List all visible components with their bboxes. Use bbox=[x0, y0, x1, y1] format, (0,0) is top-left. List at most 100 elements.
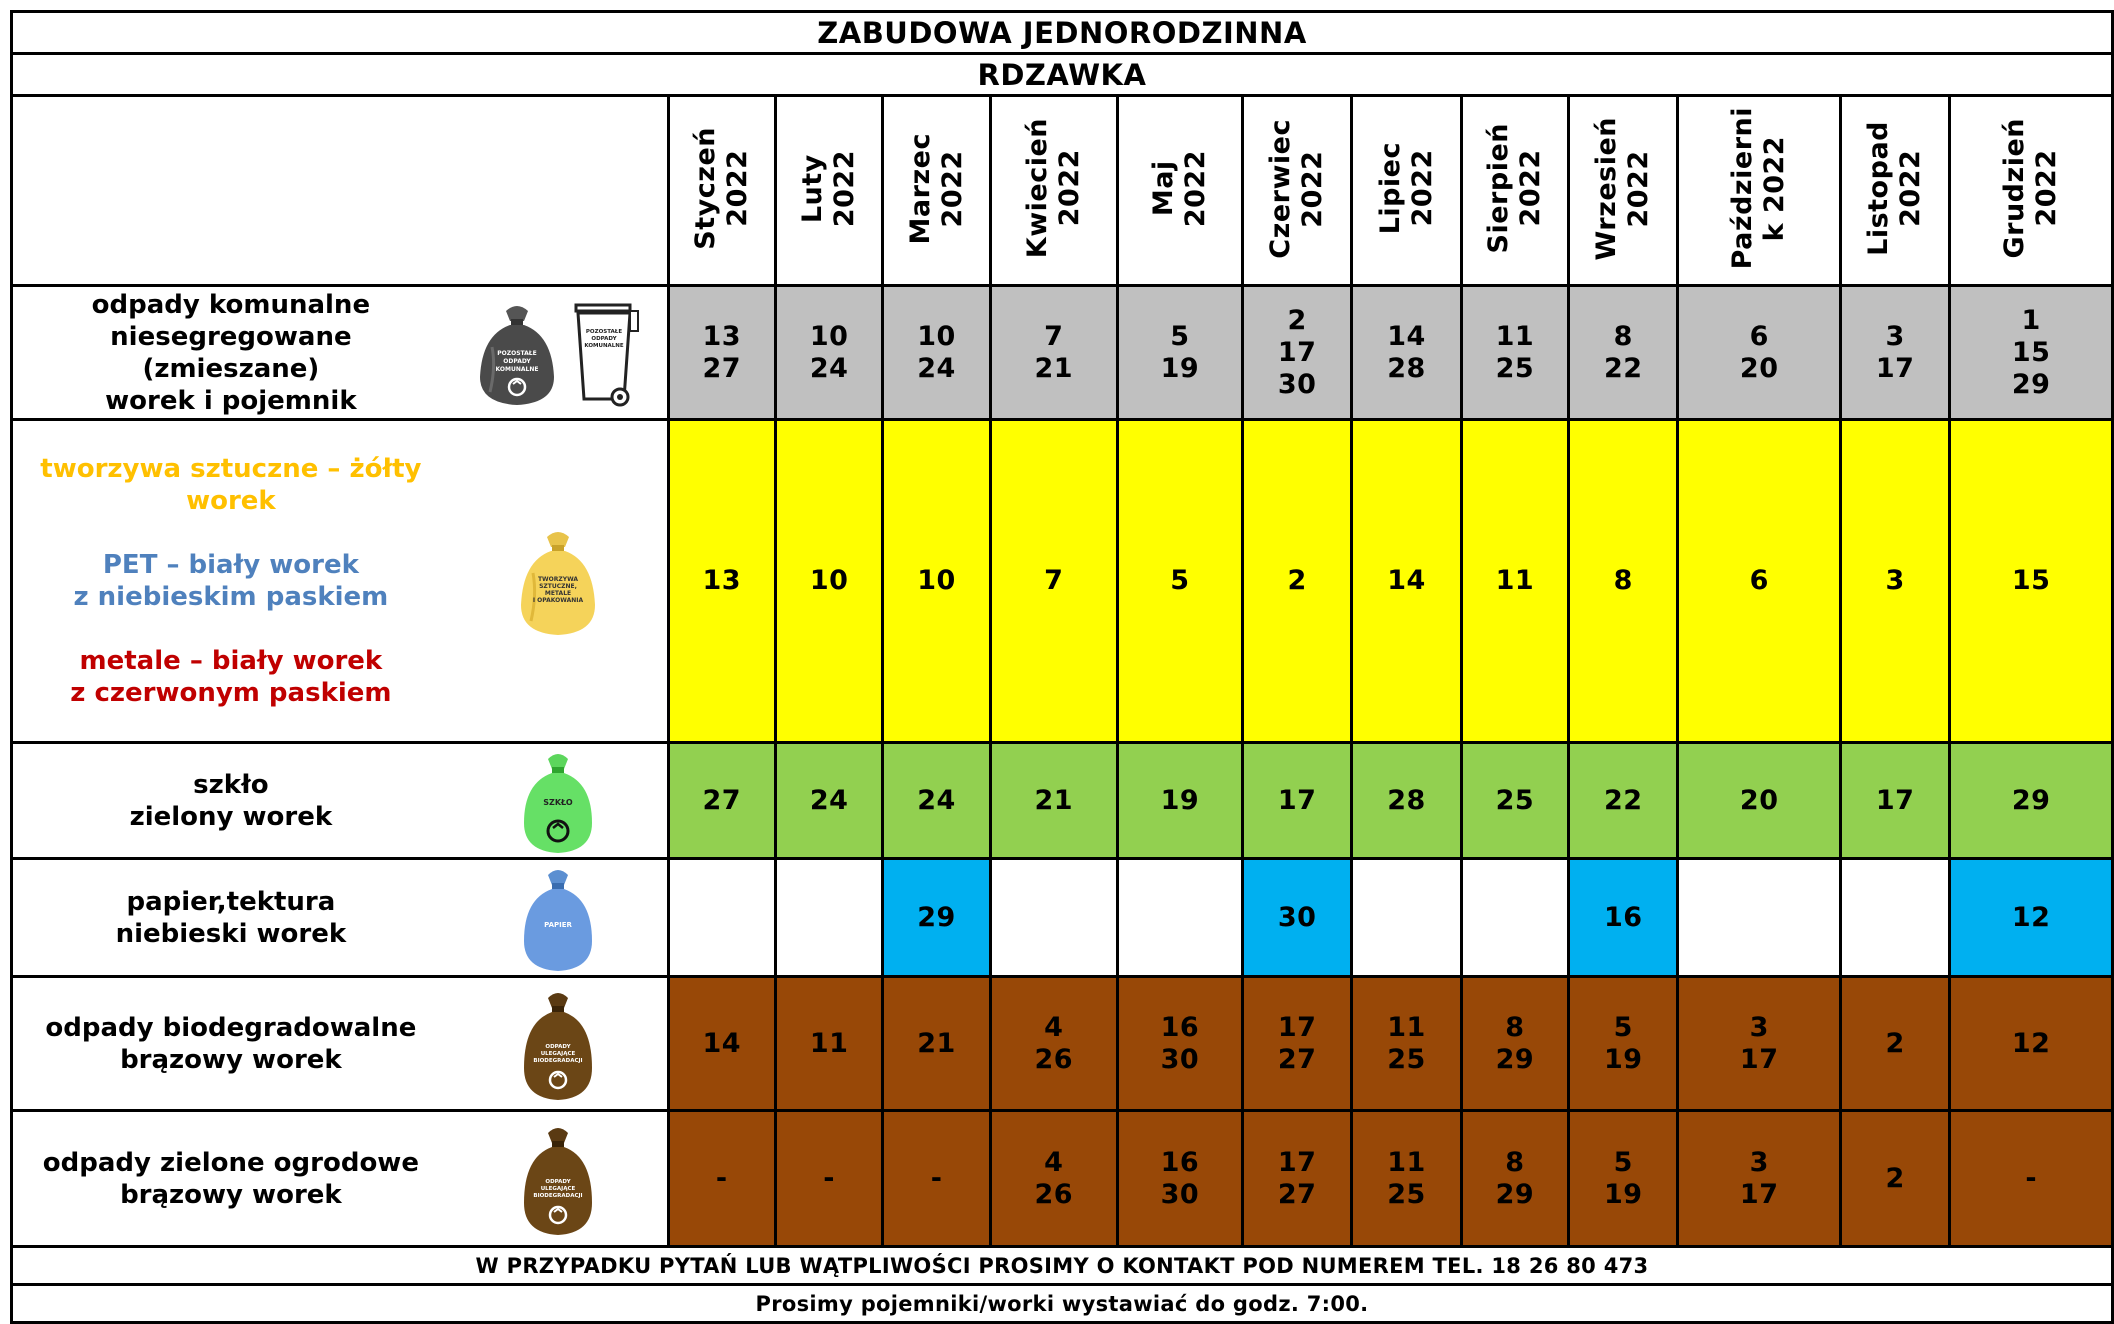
month-label: Listopad 2022 bbox=[1863, 121, 1927, 256]
month-header-row: Styczeń 2022 Luty 2022 Marzec 2022 Kwiec… bbox=[10, 94, 2114, 287]
collection-day: 25 bbox=[1459, 741, 1571, 860]
month-header: Luty 2022 bbox=[773, 94, 885, 287]
yellow-bag-icon: TWORZYWA SZTUCZNE, METALE I OPAKOWANIA bbox=[520, 532, 595, 635]
collection-day: 24 bbox=[773, 741, 885, 860]
svg-text:ULEGAJĄCE: ULEGAJĄCE bbox=[540, 1051, 575, 1057]
header-empty-cell bbox=[10, 94, 670, 287]
row-glass: szkło zielony worek SZKŁO 27 24 24 21 19… bbox=[9, 741, 2114, 860]
collection-day: - bbox=[666, 1109, 777, 1248]
waste-type-label: odpady biodegradowalne brązowy worek bbox=[9, 975, 449, 1112]
collection-day: 2 bbox=[1838, 975, 1952, 1112]
collection-day: 3 bbox=[1838, 418, 1952, 744]
svg-text:I OPAKOWANIA: I OPAKOWANIA bbox=[533, 597, 584, 604]
collection-day: 2 bbox=[1240, 418, 1354, 744]
month-header: Czerwiec 2022 bbox=[1240, 94, 1354, 287]
page-title: ZABUDOWA JEDNORODZINNA bbox=[10, 10, 2114, 55]
collection-day: 3 17 bbox=[1676, 975, 1842, 1112]
collection-day: 4 26 bbox=[988, 975, 1119, 1112]
row-biodegradable: odpady biodegradowalne brązowy worek ODP… bbox=[9, 975, 2114, 1112]
collection-day: 29 bbox=[881, 857, 992, 978]
collection-day: 7 21 bbox=[988, 284, 1119, 421]
collection-day: 11 bbox=[1459, 418, 1571, 744]
brown-bag-icon: ODPADY ULEGAJĄCE BIODEGRADACJI bbox=[523, 1127, 592, 1235]
waste-type-label: szkło zielony worek bbox=[9, 741, 449, 860]
month-label: Maj 2022 bbox=[1147, 149, 1211, 228]
waste-icons: TWORZYWA SZTUCZNE, METALE I OPAKOWANIA bbox=[448, 418, 670, 744]
month-label: Luty 2022 bbox=[797, 149, 861, 228]
brown-bag-icon: ODPADY ULEGAJĄCE BIODEGRADACJI bbox=[523, 992, 592, 1100]
svg-text:ODPADY: ODPADY bbox=[545, 1044, 571, 1050]
svg-text:ODPADY: ODPADY bbox=[503, 358, 531, 365]
collection-day: 24 bbox=[881, 741, 992, 860]
collection-day: 10 24 bbox=[773, 284, 885, 421]
collection-day: 11 bbox=[773, 975, 885, 1112]
collection-day: 12 bbox=[1948, 975, 2114, 1112]
collection-day: 10 bbox=[881, 418, 992, 744]
row-mixed-waste: odpady komunalne niesegregowane (zmiesza… bbox=[9, 284, 2114, 421]
collection-day: - bbox=[1948, 1109, 2114, 1248]
collection-day: 17 bbox=[1838, 741, 1952, 860]
collection-day: 7 bbox=[988, 418, 1119, 744]
month-header: Sierpień 2022 bbox=[1459, 94, 1571, 287]
svg-text:POZOSTAŁE: POZOSTAŁE bbox=[586, 329, 622, 335]
waste-icons: PAPIER bbox=[448, 857, 670, 978]
collection-day: 2 bbox=[1838, 1109, 1952, 1248]
waste-type-label: papier,tektura niebieski worek bbox=[9, 857, 449, 978]
collection-day: 8 29 bbox=[1459, 975, 1571, 1112]
month-header: Grudzień 2022 bbox=[1948, 94, 2114, 287]
collection-day: - bbox=[881, 1109, 992, 1248]
month-header: Wrzesień 2022 bbox=[1567, 94, 1680, 287]
collection-day: 14 bbox=[666, 975, 777, 1112]
collection-day bbox=[773, 857, 885, 978]
collection-day bbox=[1459, 857, 1571, 978]
collection-day: 13 27 bbox=[666, 284, 777, 421]
collection-day: 19 bbox=[1115, 741, 1244, 860]
collection-day: 16 30 bbox=[1115, 975, 1244, 1112]
month-label: Czerwiec 2022 bbox=[1265, 118, 1329, 259]
waste-icons: SZKŁO bbox=[448, 741, 670, 860]
collection-day: 29 bbox=[1948, 741, 2114, 860]
collection-day: 3 17 bbox=[1676, 1109, 1842, 1248]
collection-day: 16 bbox=[1567, 857, 1680, 978]
svg-text:ODPADY: ODPADY bbox=[545, 1179, 571, 1185]
collection-day: 2 17 30 bbox=[1240, 284, 1354, 421]
collection-day: 17 27 bbox=[1240, 975, 1354, 1112]
svg-text:METALE: METALE bbox=[545, 590, 571, 597]
collection-day: 11 25 bbox=[1350, 1109, 1463, 1248]
collection-day: - bbox=[773, 1109, 885, 1248]
collection-day: 20 bbox=[1676, 741, 1842, 860]
month-label: Grudzień 2022 bbox=[1999, 118, 2063, 259]
svg-text:KOMUNALNE: KOMUNALNE bbox=[495, 366, 538, 373]
month-header: Listopad 2022 bbox=[1838, 94, 1952, 287]
collection-day: 10 24 bbox=[881, 284, 992, 421]
plastic-label: tworzywa sztuczne – żółty worek bbox=[40, 454, 422, 516]
month-header: Kwiecień 2022 bbox=[988, 94, 1119, 287]
collection-day bbox=[1350, 857, 1463, 978]
collection-day: 21 bbox=[988, 741, 1119, 860]
collection-day bbox=[1838, 857, 1952, 978]
month-label: Kwiecień 2022 bbox=[1021, 118, 1085, 259]
svg-text:BIODEGRADACJI: BIODEGRADACJI bbox=[533, 1193, 582, 1199]
blue-bag-icon: PAPIER bbox=[523, 869, 592, 971]
collection-day: 10 bbox=[773, 418, 885, 744]
pet-label: PET – biały worek z niebieskim paskiem bbox=[73, 550, 389, 612]
collection-day: 30 bbox=[1240, 857, 1354, 978]
collection-day: 5 19 bbox=[1567, 1109, 1680, 1248]
waste-type-label: tworzywa sztuczne – żółty worek PET – bi… bbox=[9, 418, 449, 744]
collection-day: 5 bbox=[1115, 418, 1244, 744]
row-plastics: tworzywa sztuczne – żółty worek PET – bi… bbox=[9, 418, 2114, 744]
waste-type-label: odpady zielone ogrodowe brązowy worek bbox=[9, 1109, 449, 1248]
collection-day: 27 bbox=[666, 741, 777, 860]
month-label: Październi k 2022 bbox=[1727, 107, 1791, 270]
row-garden-waste: odpady zielone ogrodowe brązowy worek OD… bbox=[9, 1109, 2114, 1248]
collection-day: 17 27 bbox=[1240, 1109, 1354, 1248]
collection-day: 5 19 bbox=[1567, 975, 1680, 1112]
collection-day bbox=[988, 857, 1119, 978]
collection-day: 6 bbox=[1676, 418, 1842, 744]
waste-icons: ODPADY ULEGAJĄCE BIODEGRADACJI bbox=[448, 1109, 670, 1248]
month-label: Sierpień 2022 bbox=[1482, 123, 1546, 254]
month-label: Lipiec 2022 bbox=[1374, 142, 1438, 235]
contact-note: W PRZYPADKU PYTAŃ LUB WĄTPLIWOŚCI PROSIM… bbox=[10, 1245, 2114, 1286]
waste-icons: POZOSTAŁE ODPADY KOMUNALNE POZOSTAŁE ODP… bbox=[448, 284, 670, 421]
svg-text:SZKŁO: SZKŁO bbox=[543, 798, 573, 807]
